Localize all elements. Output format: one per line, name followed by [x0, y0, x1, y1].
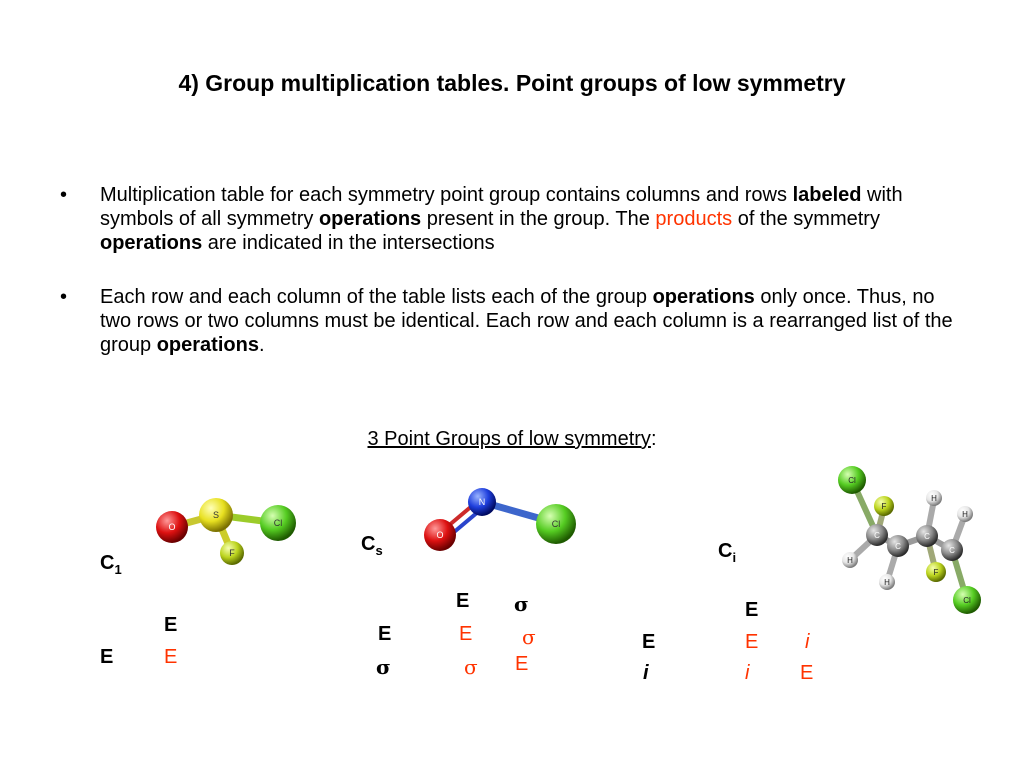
- oxygen-atom: [424, 519, 456, 551]
- group-label-main: C: [100, 552, 115, 574]
- carbon-atom: [887, 535, 909, 557]
- cs-row-header-1: E: [378, 623, 392, 645]
- hydrogen-atom: [842, 552, 858, 568]
- text-run: are indicated in the intersections: [202, 232, 495, 254]
- cs-product-cell: σ: [522, 625, 536, 649]
- section-heading-colon: :: [650, 428, 657, 450]
- ci-product-cell: i: [805, 631, 810, 653]
- atom-label: Cl: [552, 519, 561, 529]
- atom-label: H: [962, 510, 968, 519]
- text-run: with symbols of all symmetry: [100, 184, 903, 230]
- molecule-nocl-image: O N Cl: [424, 488, 576, 551]
- sulfur-atom: [199, 498, 233, 532]
- atom-label: C: [874, 531, 880, 540]
- group-label-sub: i: [732, 550, 737, 565]
- atom-label: S: [213, 510, 219, 520]
- carbon-atom: [941, 539, 963, 561]
- text-run: Each row and each column of the table li…: [100, 286, 653, 308]
- group-label-main: C: [718, 540, 733, 562]
- text-run-bold: labeled: [792, 184, 862, 206]
- group-label-c1: C1: [100, 552, 122, 577]
- cs-row-header-2: σ: [376, 655, 391, 679]
- section-heading-text: 3 Point Groups of low symmetry: [367, 428, 651, 450]
- ci-product-cell: i: [745, 662, 750, 684]
- cs-col-header-1: E: [456, 590, 470, 612]
- atom-label: O: [168, 522, 175, 532]
- text-run: Multiplication table for each symmetry p…: [100, 184, 793, 206]
- chlorine-atom: [953, 586, 981, 614]
- carbon-atom: [866, 524, 888, 546]
- atom-label: H: [884, 578, 890, 587]
- molecule-socl-f-image: O S Cl F: [156, 498, 296, 565]
- hydrogen-atom: [926, 490, 942, 506]
- atom-label: H: [847, 556, 853, 565]
- group-label-sub: 1: [114, 562, 122, 577]
- cs-product-cell: E: [459, 623, 473, 645]
- atom-label: C: [949, 546, 955, 555]
- chlorine-atom: [536, 504, 576, 544]
- text-run-bold: operations: [100, 232, 203, 254]
- atom-label: F: [229, 548, 235, 558]
- cs-product-cell: E: [515, 653, 529, 675]
- ci-col-header-1: E: [745, 599, 759, 621]
- text-run-bold: operations: [652, 286, 755, 308]
- text-run: .: [258, 334, 265, 356]
- oxygen-atom: [156, 511, 188, 543]
- atom-label: F: [934, 568, 939, 577]
- cs-col-header-2: σ: [514, 592, 529, 616]
- ci-product-cell: E: [745, 631, 759, 653]
- atom-label: C: [924, 532, 930, 541]
- fluorine-atom: [220, 541, 244, 565]
- atom-label: H: [931, 494, 937, 503]
- text-run: only once. Thus, no two rows or two colu…: [100, 286, 953, 356]
- text-run: present in the group. The: [421, 208, 656, 230]
- ci-row-header-1: E: [642, 631, 656, 653]
- fluorine-atom: [874, 496, 894, 516]
- chlorine-atom: [260, 505, 296, 541]
- group-label-sub: s: [375, 543, 383, 558]
- bullet-list: • Multiplication table for each symmetry…: [60, 183, 960, 387]
- bullet-dot: •: [60, 184, 68, 206]
- atom-label: N: [479, 497, 486, 507]
- c1-product-cell: E: [164, 646, 178, 668]
- text-run-bold: operations: [156, 334, 259, 356]
- ci-row-header-2: i: [643, 662, 649, 684]
- hydrogen-atom: [957, 506, 973, 522]
- atom-label: O: [436, 530, 443, 540]
- hydrogen-atom: [879, 574, 895, 590]
- section-heading: 3 Point Groups of low symmetry:: [0, 428, 1024, 451]
- carbon-atom: [916, 525, 938, 547]
- c1-row-header: E: [100, 646, 114, 668]
- atom-label: Cl: [274, 518, 283, 528]
- group-label-main: C: [361, 533, 376, 555]
- bullet-item-1: • Multiplication table for each symmetry…: [60, 183, 960, 255]
- atom-label: F: [882, 502, 887, 511]
- text-run-bold: operations: [318, 208, 422, 230]
- atom-label: Cl: [848, 476, 856, 485]
- atom-label: C: [895, 542, 901, 551]
- fluorine-atom: [926, 562, 946, 582]
- text-run: of the symmetry: [732, 208, 880, 230]
- text-run-red: products: [655, 208, 733, 230]
- bullet-dot: •: [60, 286, 68, 308]
- nitrogen-atom: [468, 488, 496, 516]
- atom-label: Cl: [963, 596, 971, 605]
- ci-product-cell: E: [800, 662, 814, 684]
- c1-col-header: E: [164, 614, 178, 636]
- chlorine-atom: [838, 466, 866, 494]
- page-title: 4) Group multiplication tables. Point gr…: [178, 70, 846, 96]
- bullet-item-2: • Each row and each column of the table …: [60, 285, 960, 357]
- group-label-ci: Ci: [718, 540, 736, 565]
- cs-product-cell: σ: [464, 655, 478, 679]
- molecule-chair-image: Cl F H H H C C C C H F Cl: [838, 466, 981, 614]
- group-label-cs: Cs: [361, 533, 383, 558]
